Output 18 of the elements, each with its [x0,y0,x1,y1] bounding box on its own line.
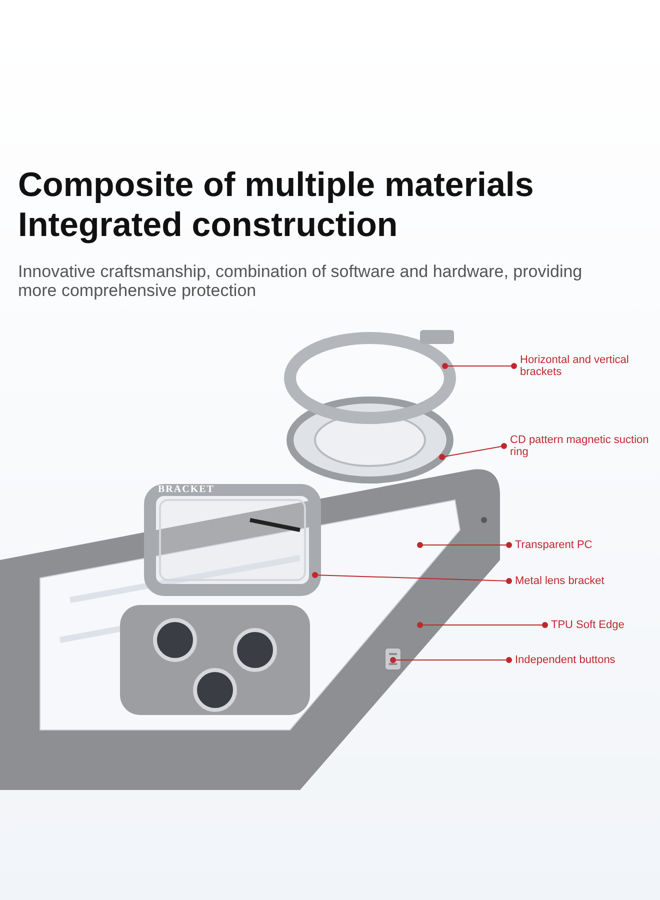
leader-line [417,622,548,628]
leader-line [390,657,512,663]
callout-label: Independent buttons [515,654,645,666]
lens-bracket [144,484,321,596]
subheading: Innovative craftsmanship, combination of software and hardware, providing more comprehensive protection [18,262,584,300]
callout-label: Transparent PC [515,539,635,551]
callout-label: TPU Soft Edge [551,619,651,631]
engraved-text: BRACKET [158,484,214,495]
callout-label: Metal lens bracket [515,575,645,587]
leader-line [439,443,507,460]
heading: Composite of multiple materials Integrated construction [18,165,535,245]
leader-line [417,542,512,548]
callout-label: CD pattern magnetic suction ring [510,434,650,458]
leader-line [442,363,517,369]
stand-ring [284,330,456,424]
magnetic-ring [286,396,454,484]
callout-label: Horizontal and vertical brackets [520,354,640,378]
leader-line [312,572,512,584]
